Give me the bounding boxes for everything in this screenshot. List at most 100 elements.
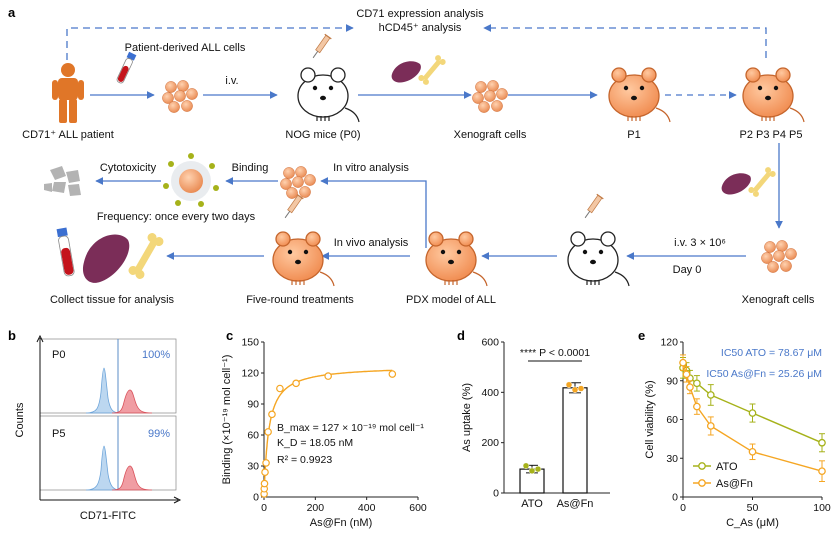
p0-control-peak — [85, 367, 121, 414]
c-annotation-bmax: B_max = 127 × 10⁻¹⁹ mol cell⁻¹ — [277, 422, 424, 434]
tumor-cell — [785, 248, 797, 260]
collect-tissue-icons — [56, 227, 164, 283]
panel-letter-a: a — [8, 5, 16, 20]
mouse-eye — [440, 249, 446, 255]
d-category-label: As@Fn — [557, 498, 594, 510]
mouse-eye — [757, 85, 763, 91]
d-category-label: ATO — [521, 498, 543, 510]
xenograft-label: Xenograft cells — [454, 129, 527, 141]
frequency-label: Frequency: once every two days — [97, 211, 256, 223]
pdx-label: PDX model of ALL — [406, 294, 496, 306]
e-data-point — [679, 358, 687, 367]
mouse-tail — [789, 107, 805, 123]
cytotoxicity-label: Cytotoxicity — [100, 162, 157, 174]
e-ic50-asfn: IC50 As@Fn = 25.26 μM — [706, 368, 822, 380]
tumor-cell — [174, 90, 186, 102]
c-y-tick-label: 60 — [247, 430, 259, 442]
syringe-icon-3 — [284, 193, 304, 219]
syringe-icon — [312, 33, 332, 59]
tumor-cell — [484, 90, 496, 102]
p2-label: P2 P3 P4 P5 — [740, 129, 803, 141]
spleen-bone-icon-2 — [721, 167, 776, 197]
white-mouse-icon — [297, 67, 360, 123]
tumor-cell — [496, 88, 508, 100]
orange-mouse-icon-treatment — [272, 231, 335, 287]
c-fit-curve — [263, 369, 393, 497]
in-vitro-cell-cluster-icon — [280, 166, 316, 199]
e-data-point — [748, 447, 757, 456]
p0-stained-peak — [111, 389, 153, 414]
tumor-cell — [764, 241, 776, 253]
e-y-axis-label: Cell viability (%) — [644, 380, 656, 458]
mouse-nose — [765, 95, 771, 101]
counts-label: Counts — [14, 402, 26, 437]
p5-stained-peak — [111, 465, 153, 491]
mouse-ear — [275, 231, 291, 247]
tumor-cell — [304, 174, 316, 186]
mouse-nose — [320, 95, 326, 101]
c-y-tick-label: 120 — [241, 368, 259, 380]
orange-mouse-icon-pdx — [425, 231, 488, 287]
mouse-nose — [590, 259, 596, 265]
panel-letter-b: b — [8, 328, 16, 343]
d-y-tick-label: 600 — [481, 337, 499, 349]
mouse-eye — [582, 249, 588, 255]
c-y-tick-label: 0 — [253, 492, 259, 504]
e-data-point — [818, 438, 826, 447]
e-x-axis-label: C_As (μM) — [726, 517, 779, 529]
patient-label: CD71⁺ ALL patient — [22, 129, 114, 141]
mouse-eye — [312, 85, 318, 91]
fitc-label: CD71-FITC — [80, 510, 136, 522]
tumor-cell — [472, 92, 484, 104]
xenograft-cell-cluster-icon — [472, 80, 508, 113]
mouse-tail — [655, 107, 671, 123]
mouse-nose — [631, 95, 637, 101]
percent-p5: 99% — [148, 428, 170, 440]
panel-b: b P0 100% P5 99% Counts CD71-FITC — [8, 328, 182, 522]
d-significance-label: **** P < 0.0001 — [520, 347, 590, 359]
c-x-tick-label: 0 — [261, 502, 267, 514]
top-label-hcd45: hCD45⁺ analysis — [379, 22, 462, 34]
white-mouse-icon-pdx — [567, 231, 630, 287]
c-annotation-r2: R² = 0.9923 — [277, 454, 332, 466]
e-x-tick-label: 100 — [813, 502, 831, 514]
d-replicate-point — [534, 465, 542, 473]
percent-p0: 100% — [142, 349, 170, 361]
mouse-ear — [745, 67, 761, 83]
mouse-ear — [428, 231, 444, 247]
c-y-axis-label: Binding (×10⁻¹⁹ mol cell⁻¹) — [221, 355, 233, 485]
e-x-tick-label: 0 — [680, 502, 686, 514]
top-label-cd71: CD71 expression analysis — [356, 8, 484, 20]
d-y-axis-label: As uptake (%) — [461, 383, 473, 452]
c-x-axis-label: As@Fn (nM) — [310, 517, 373, 529]
mouse-p0-label: NOG mice (P0) — [285, 129, 360, 141]
e-data-point — [693, 379, 701, 388]
patient-cells-label: Patient-derived ALL cells — [125, 42, 246, 54]
c-data-point — [261, 468, 269, 477]
c-data-point — [268, 410, 276, 419]
d-y-tick-label: 400 — [481, 387, 499, 399]
tumor-cell — [773, 250, 785, 262]
e-y-tick-label: 60 — [666, 414, 678, 426]
tumor-cell — [780, 260, 792, 272]
mouse-ear — [775, 67, 791, 83]
e-legend-marker — [698, 479, 706, 487]
d-y-tick-label: 200 — [481, 437, 499, 449]
mouse-eye — [328, 85, 334, 91]
e-ic50-ato: IC50 ATO = 78.67 μM — [721, 347, 822, 359]
panel-a: a CD71 expression analysis hCD45⁺ analys… — [8, 5, 815, 306]
d-replicate-point — [571, 386, 579, 394]
tumor-cell — [292, 176, 304, 188]
e-y-tick-label: 120 — [660, 337, 678, 349]
e-legend-marker — [698, 462, 706, 470]
tumor-cell — [286, 187, 298, 199]
mouse-ear — [300, 67, 316, 83]
mouse-ear — [570, 231, 586, 247]
e-data-point — [682, 370, 691, 379]
c-y-tick-label: 30 — [247, 461, 259, 473]
mouse-feet — [444, 280, 458, 285]
d-replicate-point — [577, 385, 585, 392]
cell-cluster-icon — [162, 80, 198, 113]
